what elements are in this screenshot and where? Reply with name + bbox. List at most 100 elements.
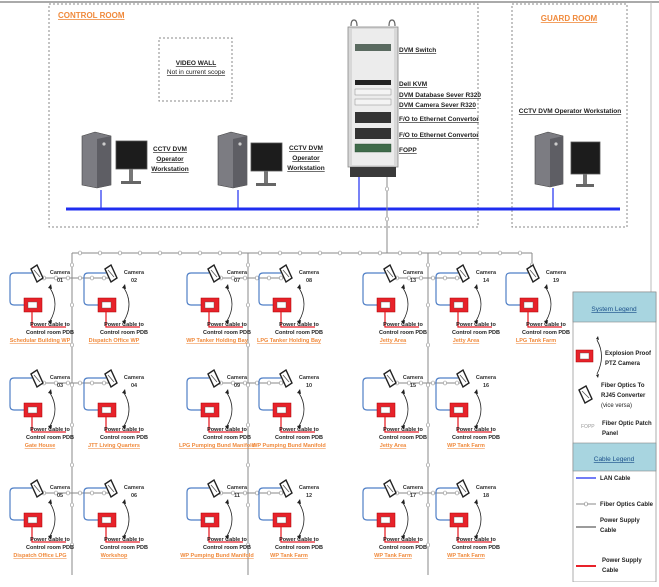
fiber-converter-icon	[207, 263, 221, 284]
location-label: Gate House	[25, 443, 56, 449]
camera-number: 05	[57, 493, 63, 499]
camera-label: Camera	[124, 375, 145, 381]
power-cable	[457, 312, 492, 328]
camera-number: 16	[483, 383, 489, 389]
camera-label: Camera	[227, 485, 248, 491]
fiber-joint	[426, 422, 430, 428]
power-cable	[384, 312, 419, 328]
fiber-joint	[431, 275, 435, 281]
power-label-line2: Control room PDB	[522, 330, 570, 336]
fiber-converter-icon	[456, 263, 470, 284]
power-label-line1: Power Cable to	[30, 427, 70, 433]
location-label: Jetty Area	[380, 338, 407, 344]
power-label-line1: Power Cable to	[383, 322, 423, 328]
copper-cable	[83, 272, 106, 306]
location-label: WP Pumping Bund Manifold	[252, 443, 326, 449]
fiber-converter-icon	[104, 263, 118, 284]
fiber-joint	[419, 380, 423, 386]
camera-number: 08	[306, 278, 312, 284]
ptz-camera-icon	[449, 512, 469, 528]
fiber-joint	[426, 342, 430, 348]
power-label-line2: Control room PDB	[379, 330, 427, 336]
legend-power-red-line1: Power Supply	[602, 558, 642, 564]
legend-item-lan-cable: LAN Cable	[576, 476, 631, 482]
fiber-converter-icon	[279, 368, 293, 389]
copper-cable	[435, 272, 458, 306]
legend-power-red-line2: Cable	[602, 568, 619, 574]
ptz-camera-icon	[97, 512, 117, 528]
copper-cable	[186, 377, 209, 411]
camera-label: Camera	[403, 485, 424, 491]
workstation-1-line1: CCTV DVM	[153, 146, 187, 153]
camera-number: 12	[306, 493, 312, 499]
fiber-joint	[298, 250, 302, 256]
fiber-joint	[418, 250, 422, 256]
legend-item-power-gray: Power Supply Cable	[576, 518, 640, 534]
location-label: WP Tanker Holding Bay	[186, 338, 248, 344]
fiber-optic-network	[36, 177, 534, 575]
fiber-joint	[70, 422, 74, 428]
power-label-line1: Power Cable to	[104, 427, 144, 433]
workstation-2-line3: Workstation	[287, 165, 324, 172]
power-label-line1: Power Cable to	[104, 537, 144, 543]
fiber-joint	[407, 490, 411, 496]
power-label-line1: Power Cable to	[526, 322, 566, 328]
legend-fiber-line2: RJ45 Converter	[601, 393, 646, 399]
legend-panel: System Legend Explosion Proof PTZ Camera…	[572, 291, 657, 583]
location-label: WP Tank Farm	[447, 553, 485, 559]
power-label-line1: Power Cable to	[30, 322, 70, 328]
fiber-converter-icon	[207, 478, 221, 499]
fiber-joint	[478, 250, 482, 256]
control-room: CONTROL ROOM VIDEO WALL Not in current s…	[48, 3, 481, 228]
fiber-converter-icon	[383, 263, 397, 284]
video-wall: VIDEO WALL Not in current scope	[158, 37, 233, 102]
power-cable	[31, 417, 66, 433]
power-label-line1: Power Cable to	[279, 537, 319, 543]
camera-label: Camera	[50, 270, 71, 276]
camera-label: Camera	[299, 270, 320, 276]
fiber-joint	[267, 380, 271, 386]
camera-number: 01	[57, 278, 63, 284]
rack-item-camera-server: DVM Camera Sever R320	[399, 102, 476, 109]
legend-fiber-line3: (vice versa)	[601, 403, 632, 409]
pan-tilt-arrow-icon	[402, 287, 409, 322]
legend-item-power-red: Power Supply Cable	[576, 558, 642, 574]
power-label-line2: Control room PDB	[26, 545, 74, 551]
location-label: LPG Tanker Holding Bay	[257, 338, 322, 344]
fiber-joint	[118, 250, 122, 256]
rack-item-dell-kvm: Dell KVM	[399, 81, 427, 88]
power-label-line1: Power Cable to	[383, 537, 423, 543]
pan-tilt-arrow-icon	[123, 502, 130, 537]
fiber-joint	[426, 262, 430, 268]
fiber-joint	[443, 490, 447, 496]
fiber-joint	[318, 250, 322, 256]
camera-number: 06	[131, 493, 137, 499]
power-label-line2: Control room PDB	[379, 545, 427, 551]
fiber-joint	[102, 380, 106, 386]
fiber-joint	[70, 542, 74, 548]
fiber-converter-icon	[104, 368, 118, 389]
fiber-joint	[258, 250, 262, 256]
video-wall-boundary	[158, 37, 233, 102]
camera-label: Camera	[227, 270, 248, 276]
camera-number: 11	[234, 493, 240, 499]
camera-label: Camera	[227, 375, 248, 381]
pan-tilt-arrow-icon	[49, 502, 56, 537]
fiber-joint	[246, 382, 250, 388]
rack-item-fopp: FOPP	[399, 147, 417, 154]
camera-number: 09	[234, 383, 240, 389]
arrowheads	[474, 499, 478, 540]
fiber-joint	[246, 542, 250, 548]
guard-room-boundary	[511, 3, 628, 228]
fiber-joint	[70, 342, 74, 348]
power-label-line2: Control room PDB	[26, 330, 74, 336]
fiber-joint	[431, 380, 435, 386]
